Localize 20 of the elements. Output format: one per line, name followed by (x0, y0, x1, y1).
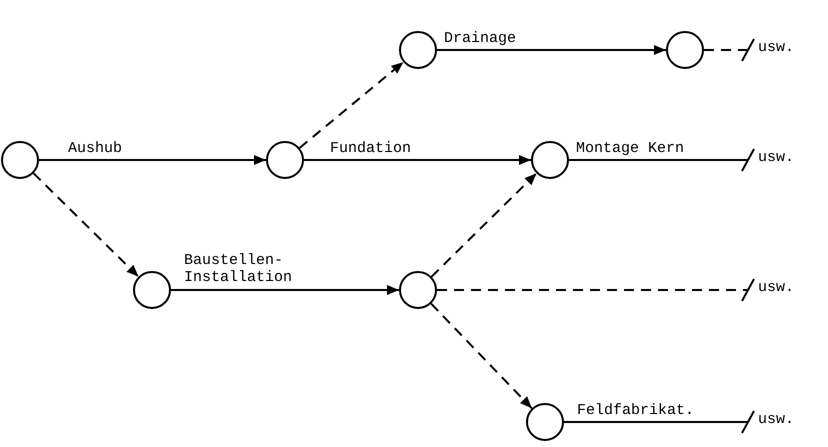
arrow (32, 172, 140, 278)
arrow (299, 61, 404, 149)
event-circle (133, 271, 171, 309)
arrow (430, 172, 538, 278)
event-circle (526, 403, 564, 441)
event-circle (1, 141, 39, 179)
event-circle (266, 141, 304, 179)
event-circle (531, 141, 569, 179)
arrow (304, 155, 531, 165)
continuation-text: usw. (758, 149, 794, 167)
arrow (39, 155, 266, 165)
arrow (430, 303, 533, 409)
event-circle (666, 31, 704, 69)
arrow (171, 285, 399, 295)
event-circle (399, 271, 437, 309)
event-circle (399, 31, 437, 69)
continuation-text: usw. (758, 279, 794, 297)
continuation-text: usw. (758, 411, 794, 429)
continuation-text: usw. (758, 39, 794, 57)
arrow (437, 45, 666, 55)
